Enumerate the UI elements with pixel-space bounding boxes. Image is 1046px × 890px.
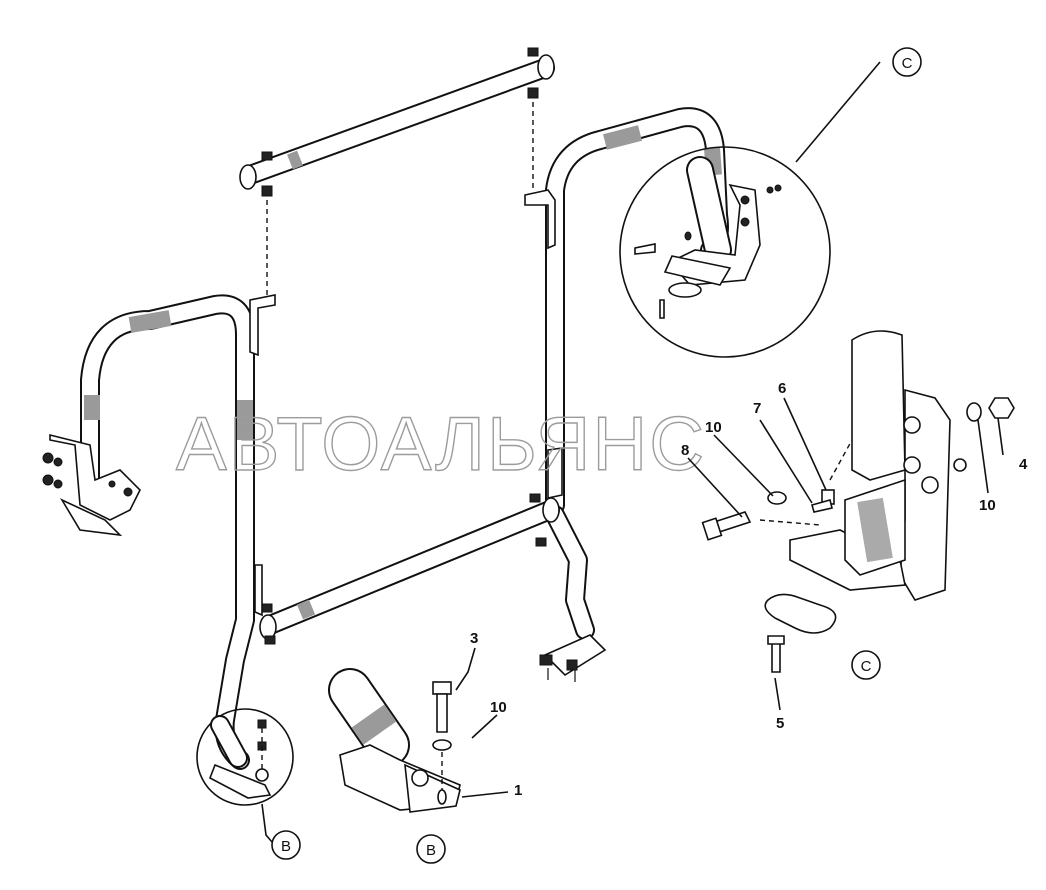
callout-5: 5 [776, 715, 784, 732]
left-handle-assembly [42, 294, 255, 770]
top-cross-bar [239, 47, 555, 295]
callout-4: 4 [1019, 456, 1028, 473]
detail-ref-c-top: C [892, 47, 922, 77]
detail-c-magnifier [619, 146, 831, 358]
detail-c-enlarged [701, 330, 1015, 673]
bottom-cross-bar [249, 294, 563, 645]
callout-6: 6 [778, 380, 786, 397]
detail-ref-c-detail-label: C [861, 658, 872, 675]
leader-lines [455, 61, 1004, 798]
callout-10-left-detail: 10 [705, 419, 722, 436]
detail-ref-c-top-label: C [902, 55, 913, 72]
right-handle-assembly [524, 107, 729, 682]
detail-ref-b-left: B [271, 830, 301, 860]
detail-ref-b-center: B [416, 834, 446, 864]
detail-ref-b-center-label: B [426, 842, 436, 859]
callout-7: 7 [753, 400, 761, 417]
callout-10-center: 10 [490, 699, 507, 716]
center-bracket-detail [328, 668, 461, 813]
detail-b-magnifier [196, 708, 294, 843]
callout-8: 8 [681, 442, 689, 459]
callout-3: 3 [470, 630, 478, 647]
callout-10-right-detail: 10 [979, 497, 996, 514]
callout-1: 1 [514, 782, 522, 799]
detail-ref-c-detail: C [851, 650, 881, 680]
watermark-text: АВТОАЛЬЯНС [176, 402, 706, 487]
detail-ref-b-left-label: B [281, 838, 291, 855]
